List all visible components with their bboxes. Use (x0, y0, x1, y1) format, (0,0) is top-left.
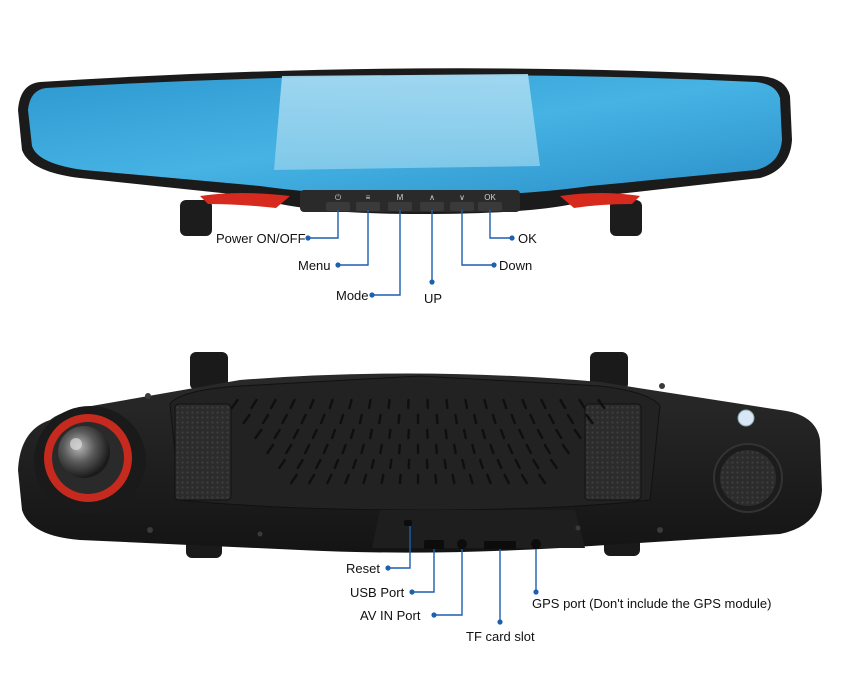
vent-slot (370, 430, 372, 438)
vent-slot (399, 445, 400, 453)
callout-menu: Menu (298, 258, 331, 273)
vent-slot (464, 430, 466, 438)
vent-slot (446, 430, 447, 438)
mode-button[interactable] (388, 202, 412, 211)
display-screen (274, 74, 540, 170)
leader-av-in (434, 549, 462, 615)
leader-down (462, 210, 494, 265)
left-bracket (180, 200, 212, 236)
tf-card-slot (484, 541, 516, 549)
vent-slot (382, 475, 384, 483)
usb-port (424, 540, 444, 549)
ok-button[interactable] (478, 202, 502, 211)
callout-gps-port: GPS port (Don't include the GPS module) (532, 596, 771, 611)
leader-power (308, 210, 338, 238)
power-button[interactable] (326, 202, 350, 211)
up-button-glyph: ∧ (429, 193, 435, 202)
mode-button-glyph: M (397, 193, 404, 202)
vent-slot (447, 400, 448, 408)
vent-slot (400, 475, 401, 483)
sticker-dot (738, 410, 754, 426)
lens-glass (58, 426, 110, 478)
right-bracket (610, 200, 642, 236)
vent-slot (389, 400, 390, 408)
leader-usb (412, 549, 434, 592)
rubber-pad-right (585, 404, 641, 500)
gps-port (531, 539, 541, 549)
vent-slot (389, 430, 390, 438)
callout-av-in-port: AV IN Port (360, 608, 420, 623)
vent-slot (436, 445, 437, 453)
vent-slot (445, 460, 446, 468)
reset-hole (404, 520, 412, 526)
vent-slot (466, 400, 468, 408)
vent-slot (369, 400, 371, 408)
up-button[interactable] (420, 202, 444, 211)
vent-slot (435, 475, 436, 483)
menu-button[interactable] (356, 202, 380, 211)
vent-slot (455, 415, 456, 423)
vent-slot (380, 445, 381, 453)
vent-slot (454, 445, 455, 453)
left-red-accent (200, 193, 290, 208)
leader-ok (490, 210, 512, 238)
ok-button-glyph: OK (484, 193, 496, 202)
callout-up: UP (424, 291, 442, 306)
leader-menu (338, 210, 368, 265)
connector-ridge (372, 510, 585, 548)
down-button[interactable] (450, 202, 474, 211)
vent-slot (390, 460, 391, 468)
vent-slot (399, 415, 400, 423)
callout-usb-port: USB Port (350, 585, 404, 600)
vent-slot (453, 475, 455, 483)
callout-down: Down (499, 258, 532, 273)
rear-mirror (18, 352, 822, 558)
speaker-grille (714, 444, 782, 512)
power-button-glyph: ⏻ (335, 193, 342, 202)
callout-mode: Mode (336, 288, 369, 303)
menu-button-glyph: ≡ (366, 193, 371, 202)
front-leaders (308, 210, 512, 295)
callout-reset: Reset (346, 561, 380, 576)
callout-power: Power ON/OFF (216, 231, 306, 246)
callout-tf-card-slot: TF card slot (466, 629, 535, 644)
callout-ok: OK (518, 231, 537, 246)
rear-camera (34, 406, 146, 514)
vent-slot (437, 415, 438, 423)
av-in-port (457, 539, 467, 549)
vent-slot (379, 415, 380, 423)
leader-mode (372, 210, 400, 295)
down-button-glyph: ∨ (459, 193, 465, 202)
rubber-pad-left (175, 404, 231, 500)
